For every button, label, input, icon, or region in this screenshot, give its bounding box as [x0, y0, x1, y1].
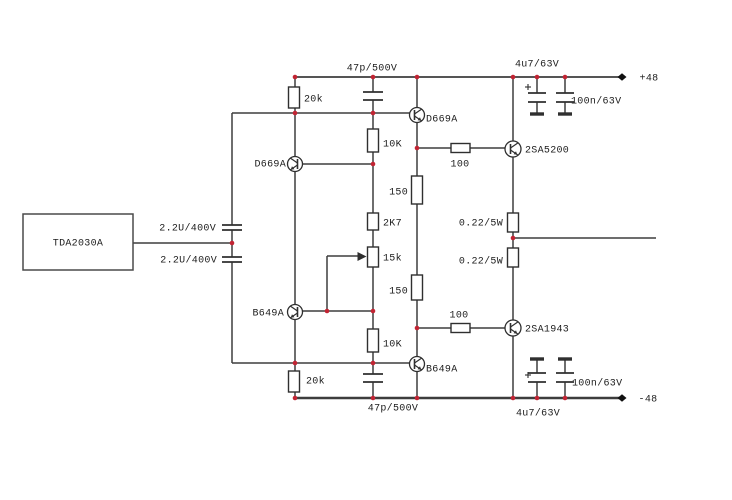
cap-4u7-top-label: 4u7/63V — [515, 59, 559, 71]
tda2030a-box — [22, 213, 134, 271]
r-10k-top-label: 10K — [383, 140, 402, 151]
transistor-d669a-driver-collector — [414, 108, 423, 115]
transistor-b649a-driver — [408, 355, 426, 373]
resistor-0r22-top — [506, 212, 520, 233]
pot-wiper-arrow-icon — [357, 252, 367, 261]
transistor-2sa1943 — [504, 319, 522, 337]
q-d669a-input-label: D669A — [254, 160, 286, 171]
junction-dot — [370, 360, 376, 366]
r-100-bottom-label: 100 — [450, 311, 469, 322]
junction-dot — [414, 74, 420, 80]
junction-dot — [370, 161, 376, 167]
r-150-top-label: 150 — [389, 188, 408, 199]
junction-dot — [562, 74, 568, 80]
transistor-d669a-driver-arrow-icon — [417, 117, 422, 121]
transistor-d669a-input — [286, 155, 304, 173]
junction-dot — [370, 395, 376, 401]
resistor-150-bottom — [410, 274, 424, 301]
transistor-b649a-driver-arrow-icon — [417, 366, 422, 370]
r-150-bottom-label: 150 — [389, 287, 408, 298]
transistor-2sa1943-arrow-icon — [513, 330, 518, 334]
junction-dot — [534, 395, 540, 401]
transistor-b649a-input-arrow-icon — [290, 314, 295, 318]
terminal-positive-rail — [617, 73, 627, 81]
r-022-top-label: 0.22/5W — [459, 218, 503, 230]
junction-dot — [292, 395, 298, 401]
r-2k7-label: 2K7 — [383, 219, 402, 230]
r-15k-label: 15k — [383, 253, 402, 265]
resistor-10k-top — [366, 128, 380, 153]
transistor-2sa5200-collector — [510, 142, 519, 149]
junction-dot — [292, 360, 298, 366]
junction-dot — [324, 308, 330, 314]
transistor-2sa5200 — [504, 140, 522, 158]
cap-47p-bottom-label: 47p/500V — [368, 403, 418, 415]
transistor-2sa5200-arrow-icon — [513, 151, 518, 155]
cap-4u7-bottom-label: 4u7/63V — [516, 408, 560, 420]
resistor-2k7 — [366, 212, 380, 231]
q-b649a-input-label: B649A — [252, 309, 284, 320]
junction-dot — [414, 395, 420, 401]
q-b649a-driver-label: B649A — [426, 365, 458, 376]
resistor-10k-bottom — [366, 328, 380, 353]
resistor-20k-bottom — [287, 370, 301, 393]
junction-dot — [510, 235, 516, 241]
cap-2u2-bottom-label: 2.2U/400V — [160, 255, 217, 267]
junction-dot — [370, 74, 376, 80]
cap-100n-top-label: 100n/63V — [571, 96, 621, 108]
junction-dot — [370, 308, 376, 314]
junction-dot — [562, 395, 568, 401]
r-10k-bottom-label: 10K — [383, 340, 402, 351]
resistor-100-bottom — [450, 322, 471, 334]
q-2sa5200-label: 2SA5200 — [525, 146, 569, 157]
transistor-d669a-input-arrow-icon — [290, 166, 295, 170]
transistor-2sa1943-collector — [510, 321, 519, 328]
junction-dot — [510, 74, 516, 80]
junction-dot — [292, 110, 298, 116]
junction-dot — [414, 325, 420, 331]
transistor-d669a-input-collector — [289, 157, 298, 164]
junction-dot — [229, 240, 235, 246]
junction-dot — [534, 74, 540, 80]
resistor-20k-top — [287, 86, 301, 109]
tda2030a-label: TDA2030A — [53, 239, 103, 250]
resistor-15k-pot — [366, 246, 380, 268]
r-022-bottom-label: 0.22/5W — [459, 256, 503, 268]
resistor-100-top — [450, 142, 471, 154]
transistor-b649a-input-collector — [289, 305, 298, 312]
terminal-negative-rail — [617, 394, 627, 402]
junction-dot — [370, 110, 376, 116]
rail-neg-label: -48 — [639, 395, 658, 406]
q-2sa1943-label: 2SA1943 — [525, 325, 569, 336]
transistor-b649a-input — [286, 303, 304, 321]
q-d669a-driver-label: D669A — [426, 115, 458, 126]
transistor-d669a-driver — [408, 106, 426, 124]
junction-dot — [510, 395, 516, 401]
junction-dot — [414, 145, 420, 151]
junction-dot — [292, 74, 298, 80]
resistor-150-top — [410, 175, 424, 205]
cap-47p-top-label: 47p/500V — [347, 63, 397, 75]
r-20k-top-label: 20k — [304, 94, 323, 106]
r-100-top-label: 100 — [451, 160, 470, 171]
transistor-b649a-driver-collector — [414, 357, 423, 364]
resistor-0r22-bottom — [506, 247, 520, 268]
cap-100n-bottom-label: 100n/63V — [572, 378, 622, 390]
r-20k-bottom-label: 20k — [306, 376, 325, 388]
rail-pos-label: +48 — [640, 74, 659, 85]
cap-2u2-top-label: 2.2U/400V — [159, 223, 216, 235]
